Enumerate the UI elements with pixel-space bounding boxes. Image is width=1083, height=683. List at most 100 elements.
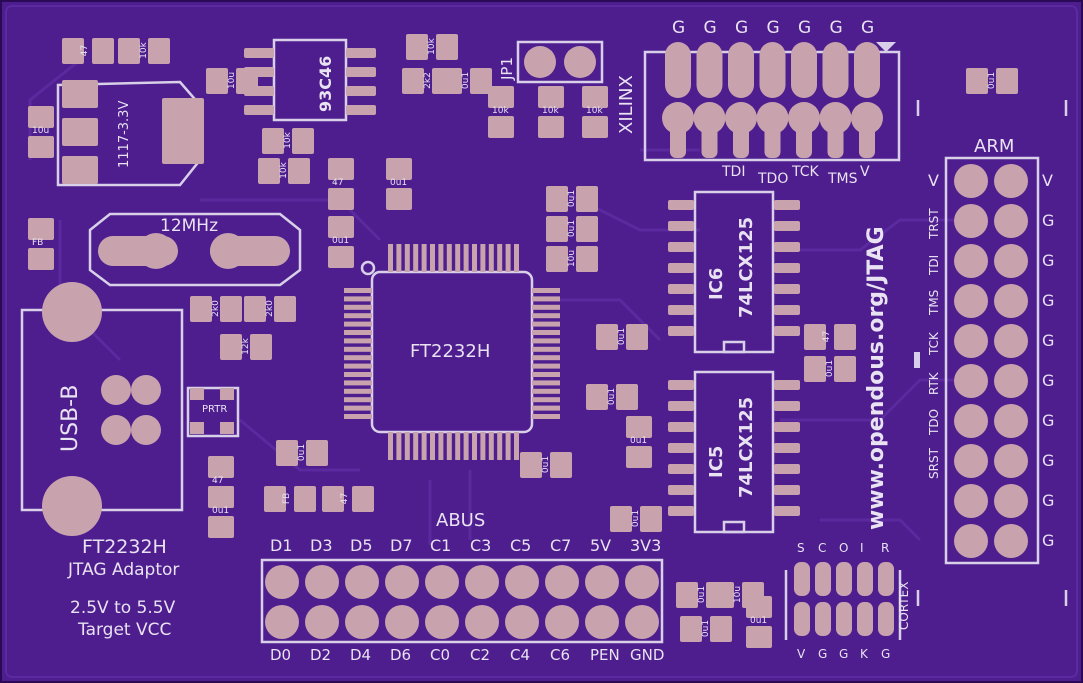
smd-pad <box>294 486 316 512</box>
smd-pad <box>190 296 212 322</box>
arm-left-label: TDO <box>927 408 941 435</box>
smd-pad <box>546 186 568 212</box>
smd-value: 0u1 <box>567 189 578 208</box>
arm-label: ARM <box>974 136 1015 157</box>
header-pad <box>625 565 659 599</box>
smd-value: 0u1 <box>390 178 408 188</box>
abus-top-label: C3 <box>470 536 492 555</box>
soic-pin <box>668 443 694 453</box>
header-pad <box>854 42 880 98</box>
smd-pad <box>440 68 462 94</box>
smd-pad <box>244 296 266 322</box>
header-pad <box>954 484 988 518</box>
smd-component: 12k <box>220 334 272 360</box>
soic-pin <box>668 263 694 273</box>
abus-bottom-label: D2 <box>310 646 332 664</box>
qfp-pin <box>344 388 372 394</box>
soic-pin <box>668 422 694 432</box>
header-pad <box>857 562 873 596</box>
xilinx-label: XILINX <box>616 75 637 134</box>
qfp-pin <box>344 405 372 411</box>
qfp-pin <box>463 432 469 460</box>
header-pad <box>827 118 844 158</box>
smd-pad <box>258 158 280 184</box>
cortex-top-label: C <box>818 541 827 555</box>
qfp-pin <box>532 380 560 386</box>
header-pad <box>425 605 459 639</box>
smd-value: 2k0 <box>264 300 275 317</box>
soic-pin <box>774 401 800 411</box>
cortex-bottom-label: G <box>881 647 891 661</box>
smd-value: 0u1 <box>461 71 472 90</box>
cortex-bottom-label: K <box>860 647 868 661</box>
eeprom-label: 93C46 <box>316 55 335 112</box>
qfp-pin <box>344 338 372 344</box>
smd-component: 0u1 <box>626 416 652 468</box>
smd-pad <box>582 86 608 108</box>
smd-component: 10k <box>538 86 564 138</box>
smd-pad <box>322 486 344 512</box>
qfp-pin <box>532 405 560 411</box>
arm-right-label: G <box>1042 211 1055 230</box>
smd-pad <box>148 38 170 64</box>
smd-component: 47 <box>804 324 856 350</box>
smd-component: 10u <box>206 68 258 94</box>
header-pad <box>545 565 579 599</box>
smd-component: 0u1 <box>746 596 772 648</box>
qfp-pin <box>430 432 435 460</box>
usb-label: USB-B <box>58 384 83 452</box>
smd-component: 0u1 <box>610 506 662 532</box>
ic5-part: 74LCX125 <box>736 396 757 498</box>
qfp-pin <box>532 397 560 403</box>
soic-pin <box>668 326 694 336</box>
header-pad <box>505 605 539 639</box>
smd-component: 0u1 <box>440 68 492 94</box>
qfp-pin <box>532 330 560 335</box>
header-pad <box>665 42 691 98</box>
smd-value: 0u1 <box>541 455 552 474</box>
header-pad <box>994 164 1028 198</box>
smd-value: 47 <box>212 476 224 486</box>
qfp-pin <box>344 372 372 377</box>
smd-value: 10k <box>138 42 149 59</box>
abus-top-label: 5V <box>590 536 612 555</box>
jp1-label: JP1 <box>498 56 516 80</box>
smd-component: 47 <box>322 486 374 512</box>
smd-pad <box>546 246 568 272</box>
smd-pad <box>538 116 564 138</box>
xilinx-top-label: G <box>672 18 686 38</box>
qfp-pin <box>532 355 560 361</box>
header-pad <box>836 562 852 596</box>
header-pad <box>385 605 419 639</box>
qfp-pin <box>463 244 469 272</box>
smd-pad <box>386 158 412 180</box>
xilinx-top-label: G <box>766 18 780 38</box>
board-url: www.opendous.org/JTAG <box>864 226 889 530</box>
abus-bottom-label: D0 <box>270 646 292 664</box>
smd-pad <box>28 248 54 270</box>
header-pad <box>878 562 894 596</box>
soic-pin <box>668 464 694 474</box>
smd-pad <box>62 38 84 64</box>
smd-component: 10k <box>258 158 310 184</box>
smd-value: 0u1 <box>631 509 642 528</box>
smd-pad <box>274 296 296 322</box>
xilinx-bottom-label: TDO <box>758 171 789 187</box>
smd-pad <box>520 452 542 478</box>
header-pad <box>345 565 379 599</box>
header-pad <box>954 524 988 558</box>
cortex-top-label: I <box>860 541 864 555</box>
smd-pad <box>996 68 1018 94</box>
soic-pin <box>346 48 376 58</box>
qfp-pin <box>396 244 402 272</box>
qfp-pin <box>421 244 427 272</box>
qfp-pin <box>344 288 372 293</box>
smd-value: 0u1 <box>617 327 628 346</box>
soic-pin <box>668 401 694 411</box>
smd-component: 0u1 <box>680 616 732 642</box>
smd-pad <box>208 516 234 538</box>
smd-pad <box>488 116 514 138</box>
abus-bottom-label: C0 <box>430 646 451 664</box>
smd-component: 10u <box>546 246 598 272</box>
